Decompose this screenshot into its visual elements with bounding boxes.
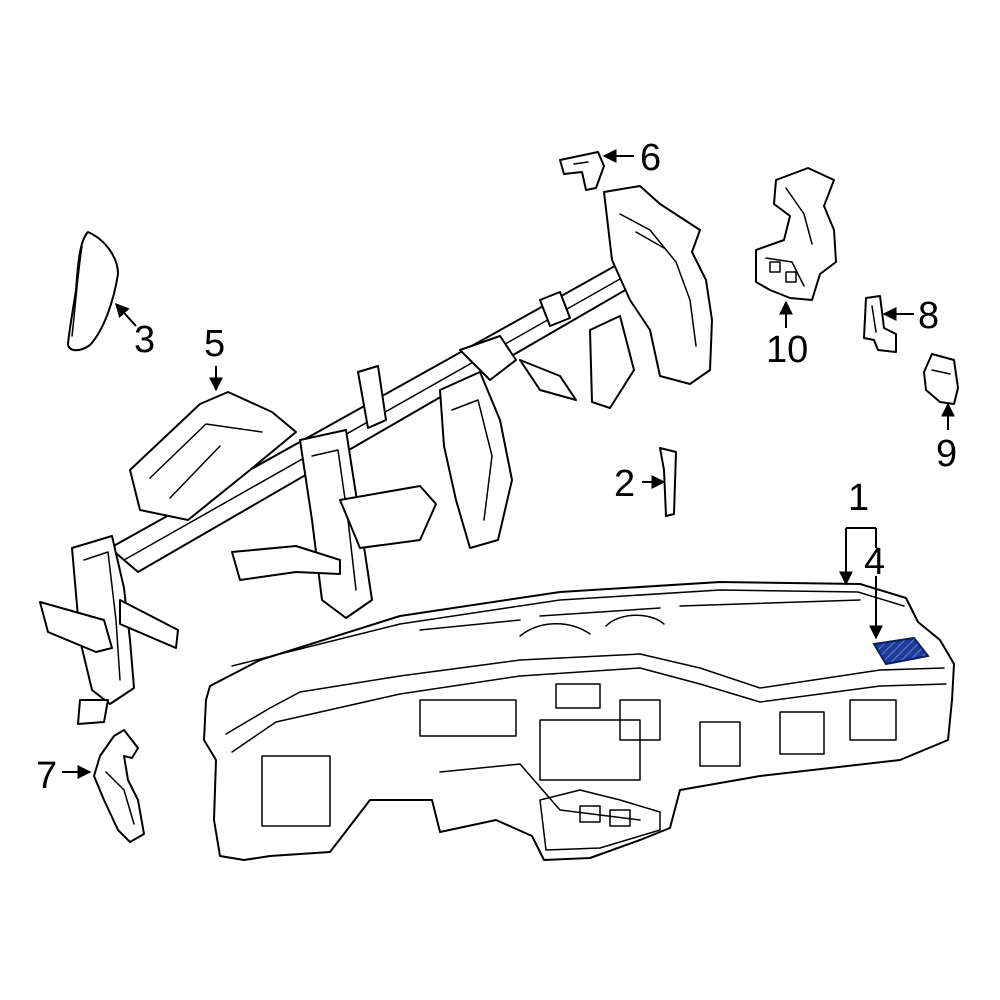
callout-2: 2: [614, 463, 635, 505]
callout-1: 1: [848, 477, 869, 519]
part-4-highlighted-pad[interactable]: [872, 636, 930, 666]
callout-9: 9: [936, 433, 957, 475]
part-7-side-bracket[interactable]: [93, 729, 145, 843]
part-9-trim-piece[interactable]: [923, 353, 959, 405]
callout-3: 3: [134, 319, 155, 361]
part-5-instrument-panel-frame[interactable]: [39, 185, 713, 725]
part-10-bracket-assembly[interactable]: [755, 167, 837, 301]
leader-3: [115, 302, 137, 327]
part-6-bracket[interactable]: [559, 151, 605, 191]
callout-labels: 1 2 3 4 5 6 7 8 9 10: [36, 137, 957, 797]
part-1-instrument-panel[interactable]: [203, 581, 955, 861]
callout-5: 5: [204, 323, 225, 365]
callout-6: 6: [640, 137, 661, 179]
callout-7: 7: [36, 755, 57, 797]
part-3-trim-cover[interactable]: [67, 231, 119, 352]
part-2-reinforcement-strip[interactable]: [659, 447, 677, 517]
callout-10: 10: [766, 329, 808, 371]
callout-4: 4: [864, 541, 885, 583]
part-8-bracket[interactable]: [863, 295, 897, 353]
leader-lines: [62, 149, 955, 779]
callout-8: 8: [918, 295, 939, 337]
